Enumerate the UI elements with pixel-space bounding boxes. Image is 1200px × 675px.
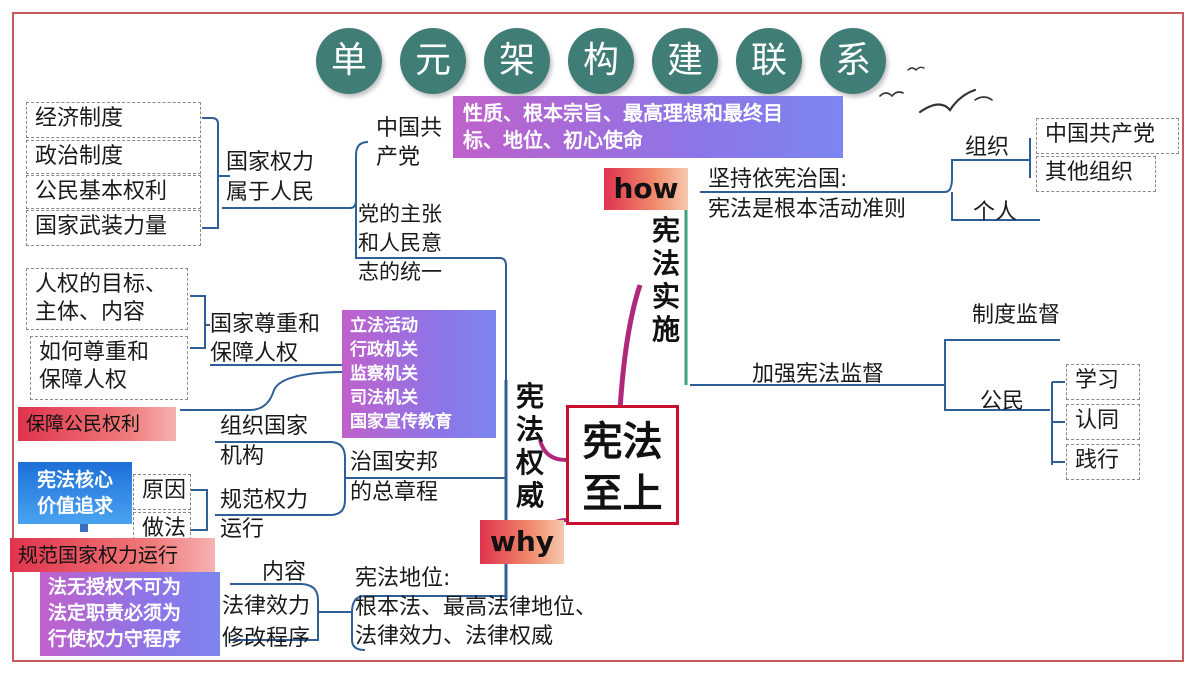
govern-label-1: 治国安邦 (350, 450, 439, 475)
power-label-1: 国家权力 (226, 150, 315, 175)
title-char-3: 架 (484, 28, 550, 94)
party-banner-line: 性质、根本宗旨、最高理想和最终目 (463, 101, 783, 125)
regulate-label-2: 运行 (220, 517, 265, 542)
connector-impl (617, 284, 643, 411)
status-line-3: 法律效力、法律权威 (355, 624, 554, 649)
rights-box-how: 如何尊重和 保障人权 (30, 336, 188, 400)
rights-box-line: 主体、内容 (35, 300, 146, 325)
center-line-2: 至上 (582, 471, 663, 517)
axis-authority: 宪 法 权 威 (513, 380, 547, 512)
birds-decoration (879, 66, 993, 114)
axis-auth-char: 威 (515, 479, 544, 512)
organs-banner: 立法活动 行政机关 监察机关 司法机关 国家宣传教育 (342, 310, 496, 438)
title-char-6: 联 (736, 28, 802, 94)
organ-item: 国家宣传教育 (350, 412, 452, 432)
protect-rights-tag: 保障公民权利 (18, 407, 176, 441)
principle-line: 行使权力守程序 (48, 628, 182, 650)
organ-item: 行政机关 (350, 340, 418, 360)
reason-box: 原因 (133, 474, 191, 510)
axis-impl-char: 施 (651, 313, 680, 346)
organ-item: 立法活动 (350, 316, 418, 336)
unity-line-3: 志的统一 (358, 260, 442, 284)
center-box: 宪法 至上 (566, 405, 679, 525)
govern-label-2: 的总章程 (350, 480, 439, 505)
axis-impl-char: 实 (651, 280, 680, 313)
org-item-party: 中国共产党 (1036, 118, 1179, 154)
unity-line-2: 和人民意 (358, 231, 442, 255)
status-item-effect: 法律效力 (222, 594, 311, 619)
rights-box-line: 如何尊重和 (39, 340, 150, 365)
connector-auth (538, 439, 567, 462)
principle-line: 法无授权不可为 (48, 576, 182, 598)
organize-label-1: 组织国家 (220, 414, 309, 439)
status-line-1: 宪法地位: (355, 566, 451, 591)
rights-box-line: 保障人权 (39, 368, 128, 393)
regulate-power-tag: 规范国家权力运行 (10, 538, 215, 572)
axis-implementation: 宪 法 实 施 (649, 214, 683, 346)
status-item-content: 内容 (262, 560, 307, 585)
title-char-7: 系 (820, 28, 886, 94)
status-item-amend: 修改程序 (222, 626, 311, 651)
item-citizen-rights: 公民基本权利 (26, 175, 201, 209)
item-economic-system: 经济制度 (26, 102, 201, 138)
organize-label-2: 机构 (220, 444, 265, 469)
citizen-label: 公民 (980, 389, 1025, 414)
org-label: 组织 (965, 135, 1010, 160)
status-line-2: 根本法、最高法律地位、 (355, 595, 598, 620)
organ-item: 司法机关 (350, 388, 418, 408)
title-char-1: 单 (316, 28, 382, 94)
center-line-1: 宪法 (582, 419, 663, 465)
title-char-4: 构 (568, 28, 634, 94)
slide-frame (12, 12, 1184, 662)
axis-auth-char: 权 (515, 446, 544, 479)
axis-auth-char: 法 (515, 413, 544, 446)
core-value-line: 价值追求 (36, 495, 113, 517)
regulate-label-1: 规范权力 (220, 488, 309, 513)
citizen-item-identify: 认同 (1066, 404, 1140, 440)
person-label: 个人 (973, 200, 1018, 225)
title-char-5: 建 (652, 28, 718, 94)
power-label-2: 属于人民 (226, 180, 315, 205)
method-box: 做法 (133, 512, 191, 540)
system-supervision: 制度监督 (972, 303, 1061, 328)
why-label: why (480, 520, 564, 564)
rights-box-goals: 人权的目标、 主体、内容 (26, 268, 188, 330)
organ-item: 监察机关 (350, 364, 418, 384)
axis-impl-char: 宪 (651, 214, 680, 247)
rights-box-line: 人权的目标、 (35, 272, 168, 297)
rights-label-2: 保障人权 (210, 341, 299, 366)
item-armed-forces: 国家武装力量 (26, 210, 201, 246)
principle-banner: 法无授权不可为 法定职责必须为 行使权力守程序 (40, 572, 220, 656)
rule-line-2: 宪法是根本活动准则 (708, 197, 907, 222)
rule-line-1: 坚持依宪治国: (708, 167, 848, 192)
principle-line: 法定职责必须为 (48, 602, 182, 624)
how-label: how (604, 168, 688, 210)
core-value-line: 宪法核心 (36, 469, 113, 491)
title-char-2: 元 (400, 28, 466, 94)
unity-line-1: 党的主张 (358, 202, 442, 226)
item-political-system: 政治制度 (26, 140, 201, 174)
party-label-1: 中国共 (376, 116, 443, 141)
citizen-item-practice: 践行 (1066, 444, 1140, 480)
party-banner-line: 标、地位、初心使命 (463, 128, 643, 152)
rights-label-1: 国家尊重和 (210, 312, 321, 337)
axis-auth-char: 宪 (515, 380, 544, 413)
axis-impl-char: 法 (651, 247, 680, 280)
supervise-label: 加强宪法监督 (752, 362, 885, 387)
org-item-other: 其他组织 (1036, 156, 1156, 192)
citizen-item-learn: 学习 (1066, 364, 1140, 400)
party-banner: 性质、根本宗旨、最高理想和最终目 标、地位、初心使命 (453, 96, 843, 158)
party-label-2: 产党 (376, 145, 421, 170)
core-value-box: 宪法核心 价值追求 (18, 462, 132, 524)
